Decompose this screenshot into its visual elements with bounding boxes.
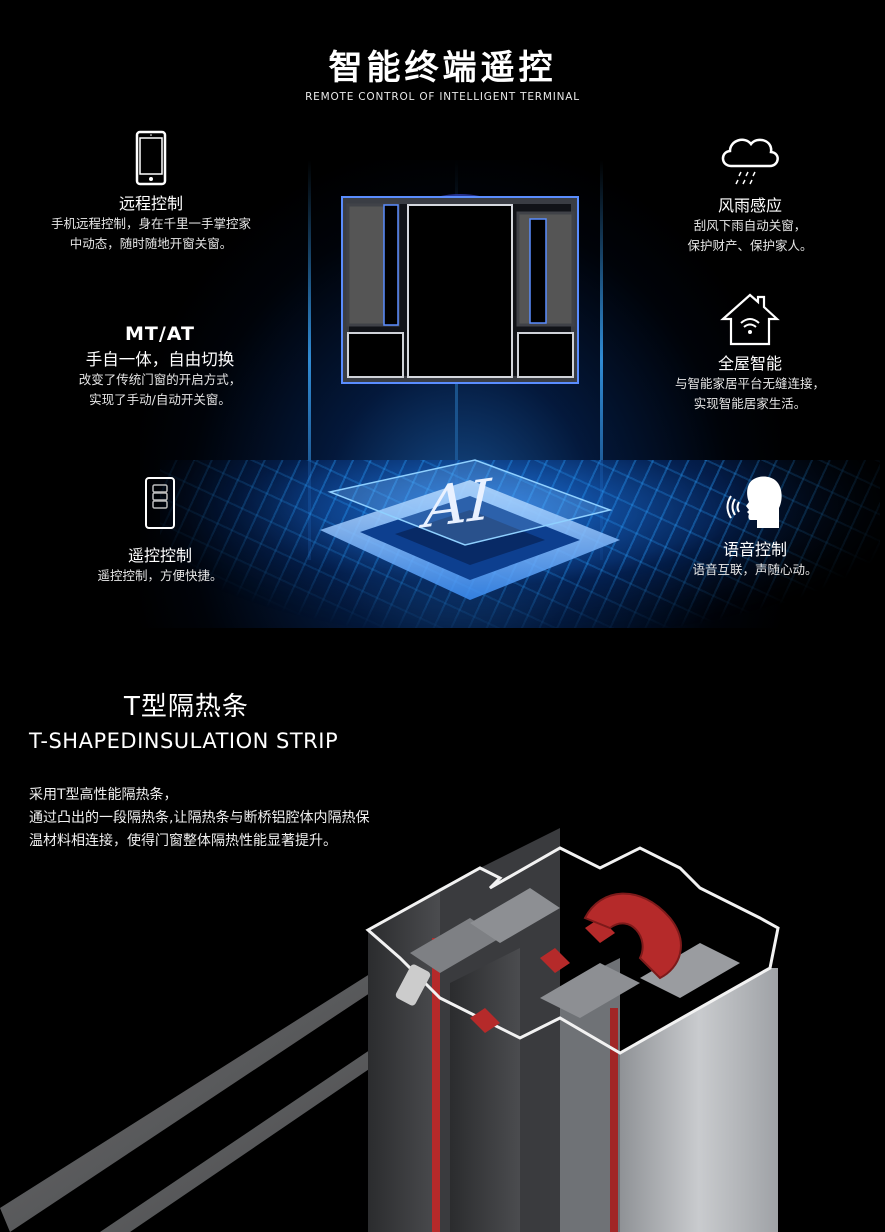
feature-title: 全屋智能 bbox=[717, 354, 782, 373]
feature-title: 风雨感应 bbox=[717, 196, 782, 215]
section-title-en: T-SHAPEDINSULATION STRIP bbox=[29, 729, 339, 753]
feature-desc: 与智能家居平台无缝连接， bbox=[674, 376, 825, 391]
section-title-cn: T型隔热条 bbox=[124, 692, 249, 722]
light-beam bbox=[308, 160, 311, 560]
feature-desc: 中动态，随时随地开窗关窗。 bbox=[69, 236, 233, 251]
feature-desc: 实现智能居家生活。 bbox=[693, 396, 807, 411]
feature-remote-control: 远程控制 手机远程控制，身在千里一手掌控家 中动态，随时随地开窗关窗。 bbox=[26, 130, 276, 254]
feature-mt-at: MT/AT 手自一体，自由切换 改变了传统门窗的开启方式， 实现了手动/自动开关… bbox=[40, 322, 280, 410]
feature-desc: 保护财产、保护家人。 bbox=[687, 238, 813, 253]
remote-control-icon bbox=[145, 477, 175, 529]
remote-control-section: 智能终端遥控 REMOTE CONTROL OF INTELLIGENT TER… bbox=[26, 48, 880, 628]
description-line: 温材料相连接，使得门窗整体隔热性能显著提升。 bbox=[29, 833, 337, 849]
feature-voice-control: 语音控制 语音互联，声随心动。 bbox=[650, 474, 860, 580]
feature-whole-home-smart: 全屋智能 与智能家居平台无缝连接， 实现智能居家生活。 bbox=[640, 292, 860, 414]
feature-desc: 手机远程控制，身在千里一手掌控家 bbox=[50, 216, 251, 231]
light-beam bbox=[600, 160, 603, 560]
aluminum-profile-cross-section bbox=[0, 828, 780, 1232]
feature-title: 远程控制 bbox=[118, 194, 183, 213]
feature-desc: 语音互联，声随心动。 bbox=[692, 562, 818, 577]
section-description: 采用T型高性能隔热条， 通过凸出的一段隔热条,让隔热条与断桥铝腔体内隔热保 温材… bbox=[29, 784, 369, 853]
window-illustration bbox=[341, 194, 579, 384]
smart-home-wifi-icon bbox=[720, 293, 780, 346]
feature-desc: 改变了传统门窗的开启方式， bbox=[78, 372, 242, 387]
description-line: 通过凸出的一段隔热条,让隔热条与断桥铝腔体内隔热保 bbox=[29, 810, 370, 826]
feature-desc: 刮风下雨自动关窗， bbox=[693, 218, 807, 233]
feature-title: 语音控制 bbox=[722, 540, 787, 559]
feature-rain-sensing: 风雨感应 刮风下雨自动关窗， 保护财产、保护家人。 bbox=[640, 130, 860, 256]
rain-cloud-icon bbox=[721, 138, 779, 185]
feature-desc: 遥控控制，方便快捷。 bbox=[97, 568, 223, 583]
smartphone-icon bbox=[135, 130, 167, 186]
description-line: 采用T型高性能隔热条， bbox=[29, 787, 178, 803]
voice-head-icon bbox=[726, 476, 782, 528]
section-title-en: REMOTE CONTROL OF INTELLIGENT TERMINAL bbox=[305, 91, 580, 103]
feature-desc: 实现了手动/自动开关窗。 bbox=[89, 392, 231, 407]
feature-badge: MT/AT bbox=[125, 323, 195, 345]
ai-chip-illustration: AI bbox=[320, 459, 620, 600]
feature-title: 手自一体，自由切换 bbox=[85, 350, 235, 369]
insulation-strip-section: T型隔热条 T-SHAPEDINSULATION STRIP 采用T型高性能隔热… bbox=[0, 628, 885, 1232]
feature-title: 遥控控制 bbox=[127, 546, 192, 565]
section-title-cn: 智能终端遥控 bbox=[328, 48, 557, 88]
feature-remote-controller: 遥控控制 遥控控制，方便快捷。 bbox=[60, 476, 260, 586]
